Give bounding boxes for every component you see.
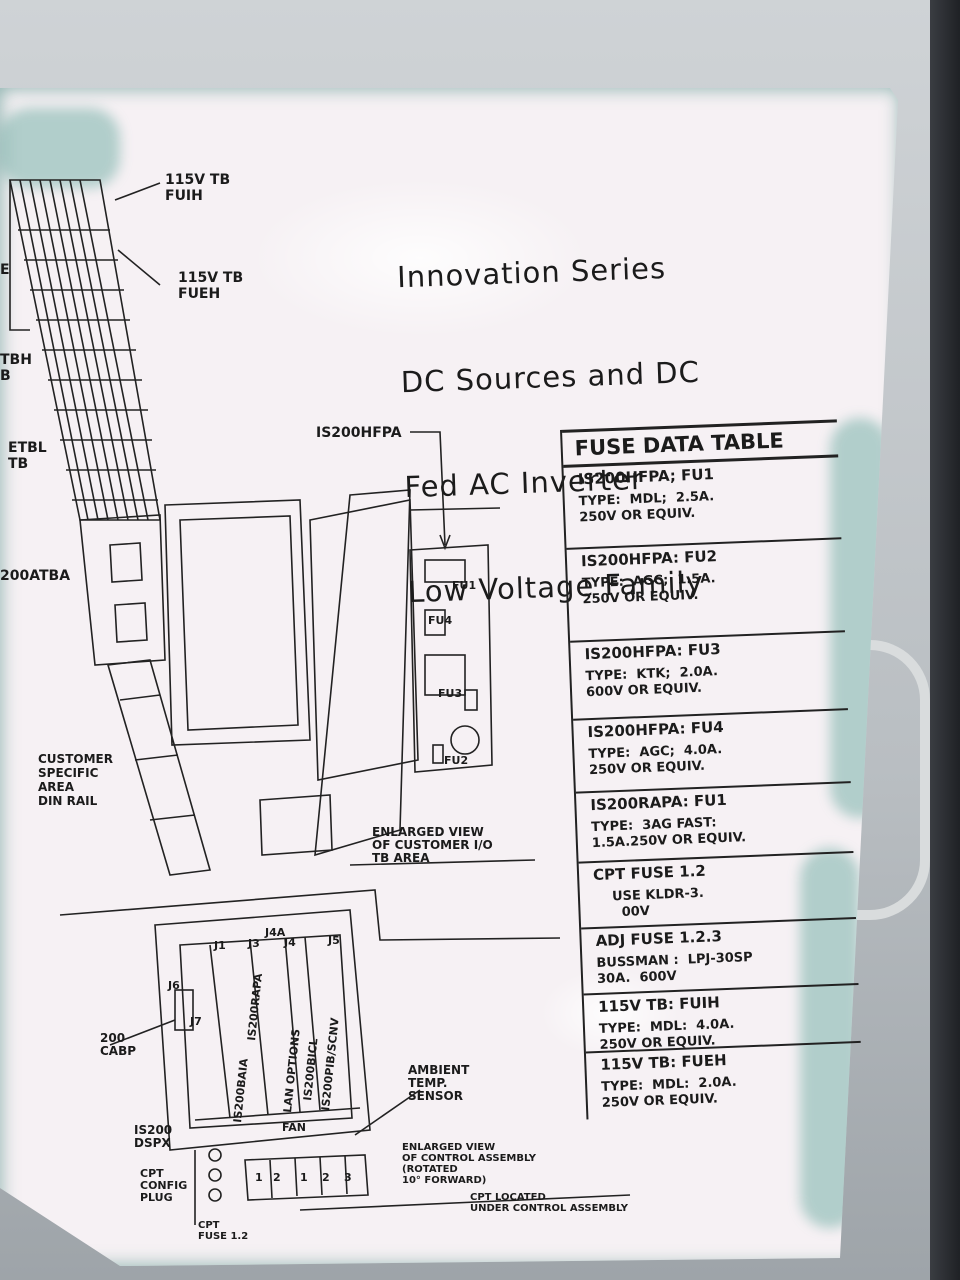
fuse-table-row: CPT FUSE 1.2 USE KLDR-3. 00V (578, 853, 856, 930)
fuse-row-detail: TYPE: AGC; 1.5A. 250V OR EQUIV. (581, 571, 716, 608)
white-cable (840, 640, 930, 920)
label-j5: J5 (328, 934, 340, 947)
label-fragment-tbh: TBH B (0, 352, 32, 384)
fuse-table-row: IS200HFPA: FU2 TYPE: AGC; 1.5A. 250V OR … (566, 539, 845, 643)
fuse-table-row: ADJ FUSE 1.2.3 BUSSMAN : LPJ-30SP 30A. 6… (581, 918, 859, 996)
label-j7: J7 (190, 1015, 202, 1028)
fuse-table-row: IS200HFPA: FU3 TYPE: KTK; 2.0A. 600V OR … (570, 632, 848, 721)
fuse-row-detail: TYPE: 3AG FAST: 1.5A.250V OR EQUIV. (590, 815, 747, 852)
label-cpt-config: CPT CONFIG PLUG (140, 1167, 188, 1204)
label-customer-area: CUSTOMER SPECIFIC AREA DIN RAIL (38, 752, 113, 808)
label-fragment-e: E (0, 262, 10, 278)
label-cpt-located: CPT LOCATED UNDER CONTROL ASSEMBLY (470, 1192, 629, 1214)
fuse-row-detail: BUSSMAN : LPJ-30SP 30A. 600V (596, 949, 753, 987)
label-j6: J6 (168, 979, 180, 992)
fuse-row-detail: TYPE: MDL: 2.0A. 250V OR EQUIV. (600, 1074, 737, 1111)
fuse-row-heading: 115V TB: FUIH (597, 993, 721, 1016)
label-j3: J3 (248, 937, 260, 950)
fuse-row-detail: TYPE: MDL; 2.5A. 250V OR EQUIV. (578, 489, 715, 526)
fuse-row-heading: IS200RAPA: FU1 (590, 790, 728, 815)
label-etbl: ETBL TB (8, 440, 47, 472)
label-terminal: 3 (344, 1171, 352, 1184)
label-ambient-sensor: AMBIENT TEMP. SENSOR (408, 1063, 470, 1103)
fuse-row-heading: IS200HFPA: FU3 (584, 640, 721, 664)
label-terminal: 2 (322, 1171, 330, 1184)
fuse-table-row: IS200HFPA: FU4 TYPE: AGC; 4.0A. 250V OR … (573, 710, 851, 794)
label-tb-fuih: 115V TB FUIH (165, 172, 231, 204)
label-fu2: FU2 (444, 754, 469, 767)
fuse-row-heading: IS200HFPA: FU4 (587, 717, 724, 742)
label-fu1: FU1 (452, 579, 477, 592)
label-atba: 200ATBA (0, 568, 71, 584)
label-tb-fueh: 115V TB FUEH (178, 270, 244, 302)
label-dspx: IS200 DSPX (134, 1123, 173, 1150)
label-terminal: 1 (255, 1171, 263, 1184)
label-enlarged-ctrl: ENLARGED VIEW OF CONTROL ASSEMBLY (ROTAT… (402, 1142, 537, 1186)
label-terminal: 2 (273, 1171, 281, 1184)
label-cabp: 200 CABP (100, 1031, 137, 1058)
label-terminal: 1 (300, 1171, 308, 1184)
fuse-row-detail: TYPE: KTK; 2.0A. 600V OR EQUIV. (585, 664, 719, 701)
label-is200hfpa: IS200HFPA (316, 425, 402, 441)
fuse-table-row: IS200HFPA; FU1 TYPE: MDL; 2.5A. 250V OR … (563, 457, 842, 550)
label-fan: FAN (282, 1121, 306, 1134)
label-fu3: FU3 (438, 687, 463, 700)
label-fu4: FU4 (428, 614, 453, 627)
label-j1: J1 (214, 939, 226, 952)
cabinet-door-gap (930, 0, 960, 1280)
label-j4: J4 (284, 936, 296, 949)
fuse-table-row: IS200RAPA: FU1 TYPE: 3AG FAST: 1.5A.250V… (575, 783, 854, 864)
fuse-row-heading: ADJ FUSE 1.2.3 (595, 927, 723, 951)
fuse-row-detail: USE KLDR-3. 00V (593, 885, 705, 922)
title-line: Innovation Series (396, 250, 667, 295)
label-cpt-fuse: CPT FUSE 1.2 (198, 1220, 249, 1242)
fuse-row-heading: CPT FUSE 1.2 (592, 861, 707, 885)
label-enlarged-io: ENLARGED VIEW OF CUSTOMER I/O TB AREA (372, 825, 493, 865)
fuse-row-heading: IS200HFPA; FU1 (577, 465, 715, 489)
fuse-data-table: FUSE DATA TABLE IS200HFPA; FU1 TYPE: MDL… (560, 419, 864, 1120)
fuse-row-heading: IS200HFPA: FU2 (580, 547, 718, 571)
title-line: DC Sources and DC (400, 354, 701, 400)
fuse-table-row: 115V TB: FUIH TYPE: MDL: 4.0A. 250V OR E… (583, 984, 861, 1054)
label-j4a: J4A (265, 926, 286, 939)
fuse-row-detail: TYPE: AGC; 4.0A. 250V OR EQUIV. (588, 742, 723, 779)
